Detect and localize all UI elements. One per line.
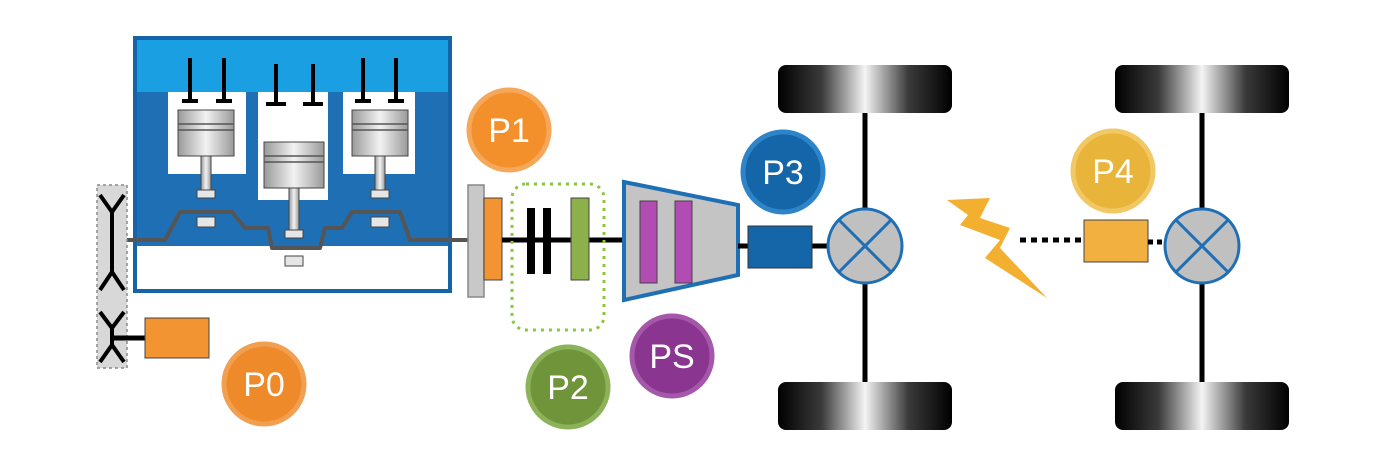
piston-2 xyxy=(263,141,325,267)
p3-motor xyxy=(747,225,813,269)
clutch-plate-1 xyxy=(527,208,535,274)
front-axle xyxy=(778,65,952,430)
lightning-bolt-icon xyxy=(947,198,1047,298)
engine xyxy=(107,36,468,293)
p2-assembly xyxy=(510,182,606,332)
rear-axle xyxy=(1115,65,1289,430)
cylinder-head xyxy=(137,40,448,92)
badge-p2-circle xyxy=(525,344,611,430)
badge-ps-circle xyxy=(629,313,715,399)
ps-motor-2 xyxy=(674,200,693,284)
rear-left-wheel xyxy=(1115,65,1289,113)
rear-right-wheel xyxy=(1115,382,1289,430)
badge-p0: P0 xyxy=(221,341,307,427)
badge-p3-circle xyxy=(740,129,826,215)
badge-p4-circle xyxy=(1070,128,1156,214)
transmission xyxy=(622,179,740,303)
badge-p1-label: P1 xyxy=(488,112,530,150)
belt-drive xyxy=(96,184,210,369)
p2-motor xyxy=(570,197,590,281)
front-differential-icon xyxy=(826,207,904,285)
ps-motor-1 xyxy=(639,200,658,284)
badge-p1: P1 xyxy=(466,87,552,173)
front-right-wheel xyxy=(778,382,952,430)
badge-p4: P4 xyxy=(1070,128,1156,214)
p1-motor xyxy=(483,197,503,281)
valves xyxy=(182,58,404,106)
badge-p3-label: P3 xyxy=(762,154,804,192)
front-left-wheel xyxy=(778,65,952,113)
flywheel xyxy=(467,184,485,298)
p2-boundary xyxy=(510,182,606,332)
badge-p0-label: P0 xyxy=(243,366,285,404)
piston-1 xyxy=(177,109,235,228)
p4-motor xyxy=(1083,219,1149,263)
p1-assembly xyxy=(467,184,503,298)
badge-p1-circle xyxy=(466,87,552,173)
crank-pulley xyxy=(98,193,126,292)
rear-differential-icon xyxy=(1163,207,1241,285)
badge-p2-label: P2 xyxy=(547,369,589,407)
p0-motor xyxy=(144,317,210,359)
badge-p3: P3 xyxy=(740,129,826,215)
badge-ps-label: PS xyxy=(649,338,694,376)
badge-p0-circle xyxy=(221,341,307,427)
clutch-plate-2 xyxy=(543,208,551,274)
piston-3 xyxy=(351,109,409,228)
crankshaft xyxy=(107,210,468,250)
badge-ps: PS xyxy=(629,313,715,399)
badge-p4-label: P4 xyxy=(1092,153,1134,191)
badge-p2: P2 xyxy=(525,344,611,430)
